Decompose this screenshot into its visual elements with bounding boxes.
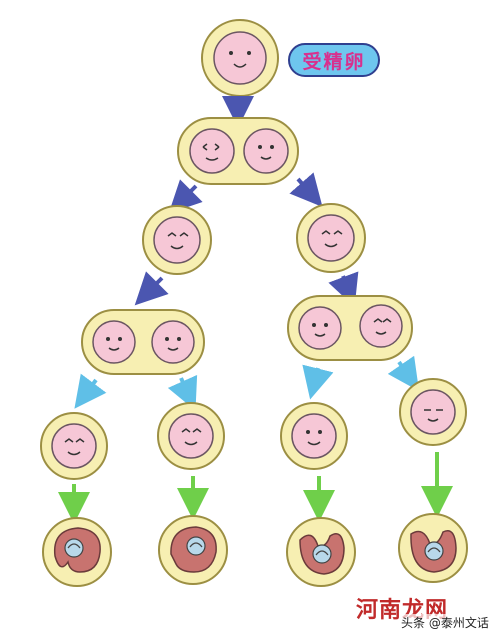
arrow-light [302,364,334,400]
two-cell-stage [177,117,299,185]
single-cell [399,378,467,446]
embryo-stage [286,517,356,587]
watermark-source: 头条 @泰州文话 [399,614,491,631]
arrow-dark [168,179,203,214]
arrow-light [74,373,107,409]
zygote-label: 受精卵 [288,43,380,77]
single-cell [157,402,225,470]
single-cell [280,402,348,470]
single-cell-left [142,205,212,275]
zygote-cell [201,19,279,97]
two-cell-right [287,295,413,361]
embryo-stage [158,515,228,585]
arrow-light [167,374,198,411]
arrow-dark [134,271,169,306]
arrow-dark [328,271,359,307]
arrow-light [387,355,420,392]
single-cell-right [296,203,366,273]
two-cell-left [81,309,205,375]
embryo-stage [398,513,468,583]
arrow-dark [289,172,323,208]
single-cell [40,412,108,480]
embryo-stage [42,517,112,587]
